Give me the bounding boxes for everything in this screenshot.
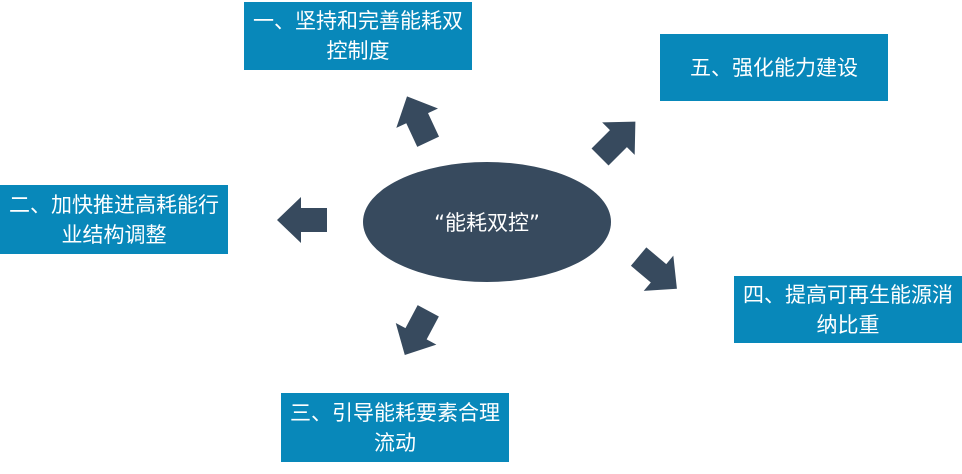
item-box-2: 二、加快推进高耗能行业结构调整 — [0, 185, 228, 254]
center-ellipse — [363, 162, 611, 282]
item-label: 一、坚持和完善能耗双控制度 — [253, 9, 463, 63]
arrow-icon-to-item-3 — [395, 305, 439, 355]
arrow-icon-to-item-2 — [277, 197, 327, 243]
arrow-icon-to-item-1 — [396, 96, 440, 147]
item-box-5: 五、强化能力建设 — [660, 34, 888, 101]
item-label: 四、提高可再生能源消纳比重 — [743, 282, 953, 337]
item-box-3: 三、引导能耗要素合理流动 — [281, 393, 509, 462]
item-box-4: 四、提高可再生能源消纳比重 — [734, 276, 962, 343]
item-label: 三、引导能耗要素合理流动 — [290, 400, 500, 455]
item-label: 五、强化能力建设 — [690, 55, 858, 80]
item-box-1: 一、坚持和完善能耗双控制度 — [244, 2, 472, 70]
center-label: “能耗双控” — [434, 211, 540, 235]
arrow-icon-to-item-5 — [591, 121, 636, 166]
arrow-icon-to-item-4 — [630, 247, 677, 291]
item-label: 二、加快推进高耗能行业结构调整 — [9, 192, 219, 247]
